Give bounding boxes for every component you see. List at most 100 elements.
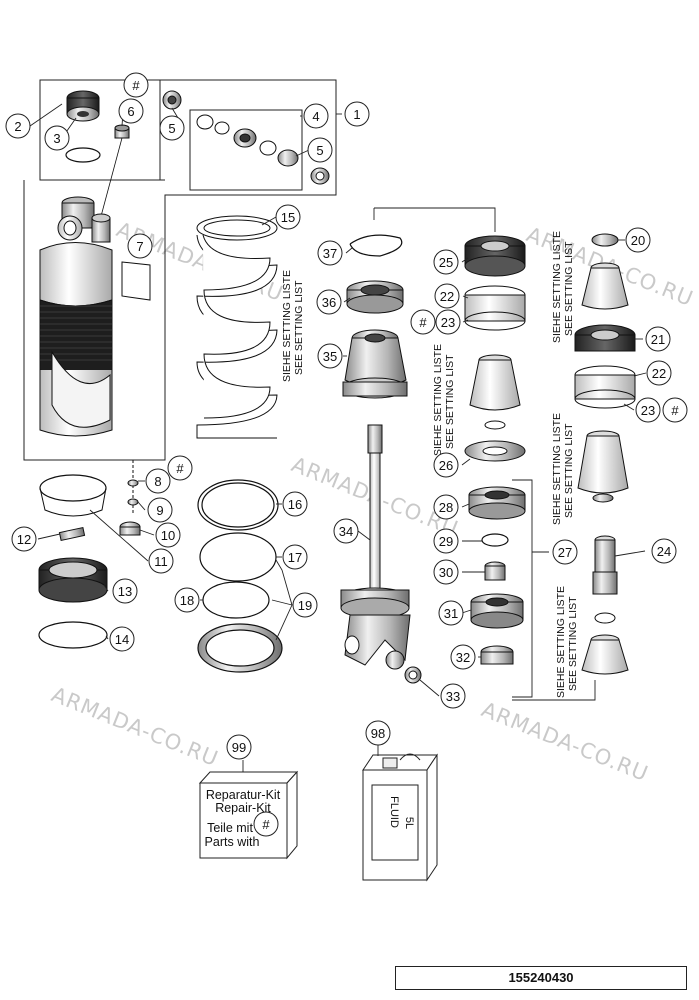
callout-label: 36 <box>322 295 336 310</box>
callout-circle <box>433 452 459 478</box>
callout-label: 12 <box>17 532 31 547</box>
callout-label: 23 <box>641 403 655 418</box>
callout-circle <box>625 227 651 253</box>
callout-label: 17 <box>288 550 302 565</box>
callout-label: 26 <box>439 458 453 473</box>
callout-marker: # <box>123 72 149 98</box>
preload-adjuster-part <box>464 235 526 331</box>
callout-marker: 6 <box>118 98 144 124</box>
callout-circle <box>44 125 70 151</box>
callout-circle <box>433 528 459 554</box>
callout-circle <box>292 592 318 618</box>
callout-circle <box>127 233 153 259</box>
callout-marker: 26 <box>433 452 459 478</box>
callout-label: 30 <box>439 565 453 580</box>
setting-list-line1: SIEHE SETTING LISTE <box>432 344 444 456</box>
callout-circle <box>317 240 343 266</box>
setting-list-line2: SEE SETTING LIST <box>567 596 579 691</box>
callout-marker: 17 <box>282 544 308 570</box>
callout-circle <box>226 734 252 760</box>
callout-marker: 23 <box>635 397 661 423</box>
callout-circle <box>433 559 459 585</box>
callout-circle <box>11 526 37 552</box>
callout-circle <box>410 309 436 335</box>
callout-label: 13 <box>118 584 132 599</box>
callout-circle <box>317 343 343 369</box>
setting-list-line1: SIEHE SETTING LISTE <box>551 413 563 525</box>
callout-label: 98 <box>371 726 385 741</box>
callout-marker: 24 <box>651 538 677 564</box>
callout-label: 33 <box>446 689 460 704</box>
callout-circle <box>118 98 144 124</box>
watermark: ARMADA-CO.RU <box>478 697 652 786</box>
setting-list-labels: SIEHE SETTING LISTE SEE SETTING LIST SIE… <box>281 231 579 698</box>
callout-circle <box>434 283 460 309</box>
callout-label: 5 <box>316 143 323 158</box>
callout-marker: 34 <box>333 518 359 544</box>
callout-circle <box>645 326 671 352</box>
callout-label: 24 <box>657 544 671 559</box>
callout-marker: 12 <box>11 526 37 552</box>
callout-circle <box>646 360 672 386</box>
repair-kit-line1: Reparatur-Kit <box>206 788 281 802</box>
callout-label: 35 <box>323 349 337 364</box>
setting-list-line1: SIEHE SETTING LISTE <box>281 270 293 382</box>
repair-kit-line3: Teile mit <box>207 821 253 835</box>
callout-circle <box>450 644 476 670</box>
callout-marker: 10 <box>155 522 181 548</box>
callout-circle <box>155 522 181 548</box>
callout-circle <box>435 309 461 335</box>
callout-marker: 25 <box>433 249 459 275</box>
callout-label: 19 <box>298 598 312 613</box>
setting-list-line2: SEE SETTING LIST <box>563 241 575 336</box>
circlip-part <box>349 234 403 257</box>
callout-label: # <box>176 461 184 476</box>
callout-marker: 1 <box>344 101 370 127</box>
callout-label: 11 <box>154 554 168 569</box>
callout-circle <box>307 137 333 163</box>
callout-label: 10 <box>161 528 175 543</box>
callout-marker: # <box>410 309 436 335</box>
callout-label: 28 <box>439 500 453 515</box>
callout-label: 21 <box>651 332 665 347</box>
callout-marker: 5 <box>307 137 333 163</box>
callout-marker: 14 <box>109 626 135 652</box>
callout-marker: 28 <box>433 494 459 520</box>
callout-marker: 27 <box>552 539 578 565</box>
callout-marker: 11 <box>148 548 174 574</box>
callout-marker: 32 <box>450 644 476 670</box>
fluid-can-label: FLUID <box>388 796 400 828</box>
callout-circle <box>438 600 464 626</box>
shock-body-part <box>39 196 151 437</box>
watermark: ARMADA-CO.RU <box>48 682 222 771</box>
callout-circle <box>123 72 149 98</box>
repair-kit-line4: Parts with <box>205 835 260 849</box>
callout-marker: 22 <box>646 360 672 386</box>
callout-circle <box>651 538 677 564</box>
setting-cone-part <box>469 233 629 675</box>
reservoir-cap-part <box>65 90 101 163</box>
callout-marker: # <box>253 811 279 837</box>
seal-kit-part <box>162 90 330 185</box>
spring-rings-part <box>197 479 283 673</box>
callout-marker: 21 <box>645 326 671 352</box>
callout-label: 5 <box>168 121 175 136</box>
callout-circle <box>635 397 661 423</box>
callout-label: 4 <box>312 109 319 124</box>
callout-label: 20 <box>631 233 645 248</box>
callout-marker: 16 <box>282 491 308 517</box>
callout-circle <box>365 720 391 746</box>
callout-label: 15 <box>281 210 295 225</box>
adjuster-ring-part <box>574 324 636 409</box>
callout-marker: 99 <box>226 734 252 760</box>
callout-marker: 22 <box>434 283 460 309</box>
callout-circle <box>159 115 185 141</box>
callout-marker: 19 <box>292 592 318 618</box>
callout-marker: 7 <box>127 233 153 259</box>
callout-marker: 30 <box>433 559 459 585</box>
callout-marker: 4 <box>303 103 329 129</box>
callout-circle <box>275 204 301 230</box>
callout-circle <box>145 468 171 494</box>
